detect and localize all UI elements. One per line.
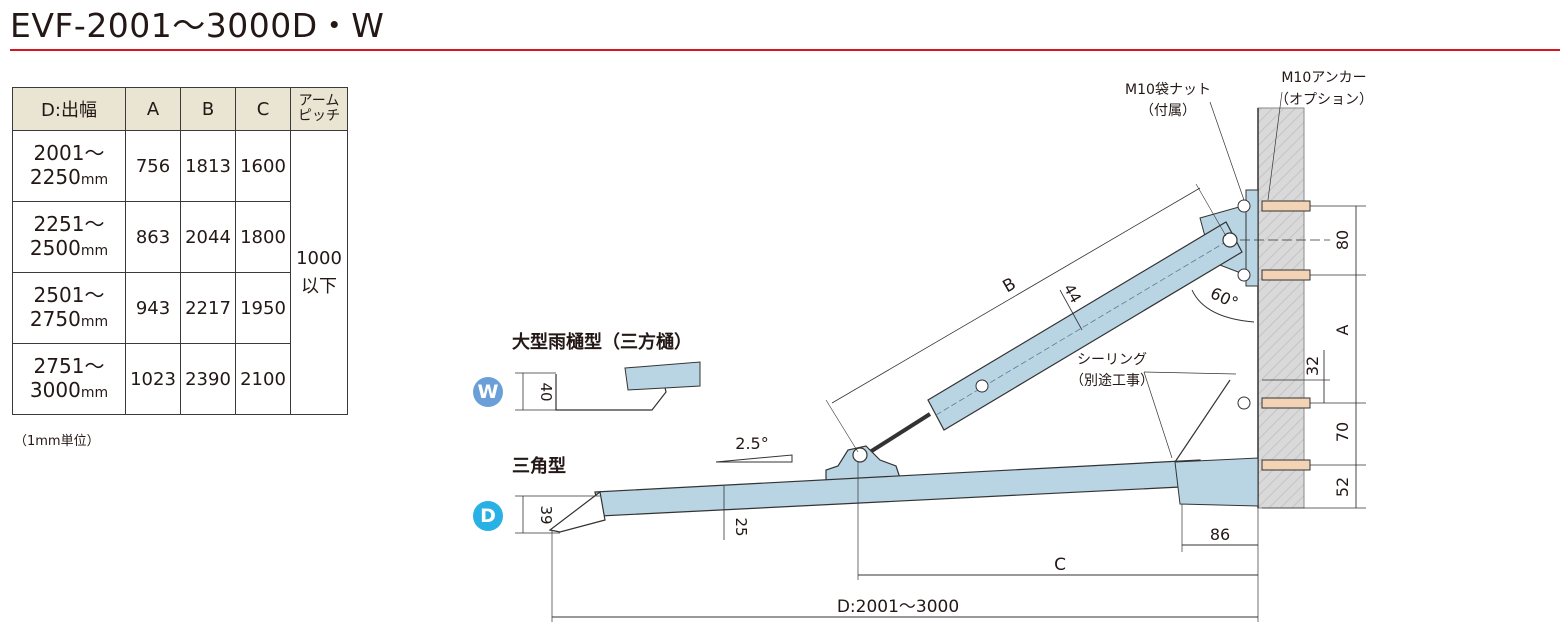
range-unit: mm: [80, 313, 109, 330]
pivot-bracket: [825, 445, 901, 483]
wall: [1257, 107, 1305, 509]
anchor-label-line2: （オプション）: [1275, 92, 1373, 108]
table-header-row: D:出幅 A B C アーム ピッチ: [12, 87, 348, 131]
range-cell: 2501～ 2750mm: [12, 272, 126, 344]
arm-pitch-cell: 1000 以下: [290, 130, 348, 415]
large-gutter-beam: [624, 361, 701, 391]
range-to: 2250: [29, 164, 81, 189]
strut-middle-pin: [975, 379, 989, 393]
dim-70-label: 70: [1333, 422, 1352, 442]
header-a: A: [125, 87, 181, 131]
large-height-label: 40: [537, 382, 555, 401]
range-from: 2001～: [33, 140, 105, 165]
wall-base-bracket: [1174, 457, 1259, 507]
cell-c: 1800: [235, 201, 291, 273]
dim-b-label: B: [999, 274, 1019, 297]
sealing-label-line2: （別途工事）: [1070, 372, 1154, 389]
header-arm-pitch: アーム ピッチ: [290, 87, 348, 131]
dim-52-label: 52: [1333, 477, 1352, 497]
beam-height-label: 25: [732, 517, 750, 536]
range-unit: mm: [80, 384, 109, 401]
cell-a: 756: [125, 130, 181, 202]
range-from: 2751～: [33, 353, 105, 378]
spec-table: D:出幅 A B C アーム ピッチ 2001～ 2250mm 756 1813…: [12, 87, 348, 415]
dim-d-label: D:2001～3000: [837, 597, 959, 617]
large-gutter-label: 大型雨樋型（三方樋）: [512, 332, 692, 353]
pitch-value: 1000: [296, 247, 342, 269]
dim-b-ext-right: [1195, 183, 1227, 237]
triangle-gutter: [548, 490, 606, 533]
range-to: 2500: [29, 235, 81, 260]
triangle-gutter-label: 三角型: [512, 456, 566, 477]
cell-a: 943: [125, 272, 181, 344]
cell-c: 2100: [235, 343, 291, 415]
dim-86-label: 86: [1210, 525, 1230, 544]
cell-a: 1023: [125, 343, 181, 415]
dim-b-ext-left: [825, 399, 859, 453]
table-row: 2001～ 2250mm 756 1813 1600 1000 以下: [12, 130, 348, 415]
header-b: B: [180, 87, 236, 131]
cell-b: 2217: [180, 272, 236, 344]
unit-note: （1mm単位）: [14, 434, 100, 449]
header-pitch-line1: アーム: [298, 93, 340, 109]
badge-d: D: [473, 501, 503, 531]
dim-80-label: 80: [1333, 230, 1352, 250]
header-d: D:出幅: [12, 87, 126, 131]
dim-32-label: 32: [1303, 356, 1322, 376]
triangle-height-label: 39: [537, 505, 555, 524]
anchor-label-line1: M10アンカー: [1281, 70, 1366, 86]
arm-width-dim: [1059, 289, 1083, 331]
nut-label-line2: （付属）: [1140, 103, 1196, 119]
strut-rod: [868, 412, 932, 454]
dim-c-label: C: [1054, 555, 1066, 575]
range-cell: 2251～ 2500mm: [12, 201, 126, 273]
title-rule: [10, 49, 1560, 51]
cell-a: 863: [125, 201, 181, 273]
pitch-suffix: 以下: [301, 275, 337, 297]
page-title: EVF-2001～3000D・W: [10, 6, 385, 45]
range-unit: mm: [80, 171, 109, 188]
range-from: 2501～: [33, 282, 105, 307]
table-row: 2751～ 3000mm 1023 2390 2100: [12, 343, 348, 415]
range-to: 2750: [29, 306, 81, 331]
cell-b: 2044: [180, 201, 236, 273]
slope-wedge: [715, 454, 793, 463]
arm-width-label: 44: [1060, 281, 1085, 307]
cell-b: 1813: [180, 130, 236, 202]
angle-arc: [1191, 289, 1255, 323]
range-from: 2251～: [33, 211, 105, 236]
header-pitch-line2: ピッチ: [298, 108, 340, 124]
main-beam: [594, 459, 1201, 517]
cell-c: 1950: [235, 272, 291, 344]
range-cell: 2751～ 3000mm: [12, 343, 126, 415]
cell-b: 2390: [180, 343, 236, 415]
dim-b-line: [831, 187, 1201, 404]
slope-label: 2.5°: [735, 434, 768, 453]
sealing-leader-1: [1143, 371, 1237, 375]
sealing-leader-2: [1143, 371, 1173, 459]
dim-a-label: A: [1333, 324, 1352, 335]
nut-label-line1: M10袋ナット: [1125, 82, 1211, 98]
strut-upper-pin: [1222, 232, 1238, 248]
angle-label: 60°: [1207, 283, 1241, 312]
header-c: C: [235, 87, 291, 131]
right-dim-extensions: [1240, 205, 1366, 509]
sealing-label-line1: シーリング: [1077, 352, 1147, 368]
sealing-flashing: [1174, 379, 1231, 463]
range-to: 3000: [29, 377, 81, 402]
anchor-leader: [1267, 91, 1283, 201]
table-row: 2501～ 2750mm 943 2217 1950: [12, 272, 348, 344]
pivot-pin: [852, 447, 868, 463]
range-unit: mm: [80, 242, 109, 259]
table-row: 2251～ 2500mm 863 2044 1800: [12, 201, 348, 273]
nut-leader: [1209, 101, 1245, 201]
badge-w: W: [473, 377, 503, 407]
